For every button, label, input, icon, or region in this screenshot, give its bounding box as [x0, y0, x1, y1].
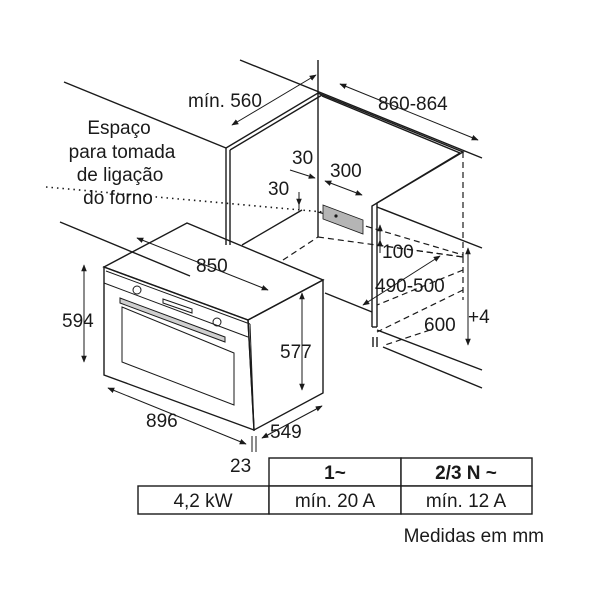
table-header-three-phase: 2/3 N ~ [435, 463, 497, 484]
dim-oven-height-body: 577 [280, 342, 312, 363]
dim-socket-offset-top: 30 [268, 179, 289, 200]
socket-area [322, 204, 364, 235]
socket-label-line: de ligação [77, 165, 164, 186]
table-header-single-phase: 1~ [324, 463, 346, 484]
table-fuse-single-phase: mín. 20 A [295, 491, 376, 512]
oven [102, 222, 325, 432]
dim-front-thickness: 23 [230, 456, 251, 477]
electrical-table: 1~ 2/3 N ~ 4,2 kW mín. 20 A mín. 12 A [137, 457, 533, 515]
dim-oven-depth: 549 [270, 422, 302, 443]
dim-socket-height: 100 [382, 242, 414, 263]
dim-oven-height-front: 594 [62, 311, 94, 332]
dimension-lines [81, 74, 479, 452]
socket-label-line: do forno [83, 188, 153, 209]
dim-cabinet-height-tolerance: +4 [468, 307, 490, 328]
dim-cabinet-inner-depth: 490-500 [375, 276, 445, 297]
dim-oven-width-body: 850 [196, 256, 228, 277]
socket-label-line: Espaço [87, 118, 150, 139]
units-note: Medidas em mm [404, 526, 544, 547]
table-power: 4,2 kW [173, 491, 232, 512]
oven-display [162, 298, 193, 314]
socket-label-line: para tomada [69, 142, 176, 163]
dim-cabinet-width: 860-864 [378, 94, 448, 115]
oven-handle [119, 297, 226, 343]
dim-cabinet-depth: mín. 560 [188, 91, 262, 112]
socket-label: Espaço para tomada de ligação do forno [69, 118, 176, 209]
table-fuse-three-phase: mín. 12 A [426, 491, 507, 512]
dim-socket-width: 300 [330, 161, 362, 182]
knob-icon [132, 285, 142, 295]
dim-socket-offset-side: 30 [292, 148, 313, 169]
dim-oven-width-front: 896 [146, 411, 178, 432]
cabinet-niche [45, 59, 483, 389]
dim-cabinet-height: 600 [424, 315, 456, 336]
knob-icon [212, 317, 222, 327]
